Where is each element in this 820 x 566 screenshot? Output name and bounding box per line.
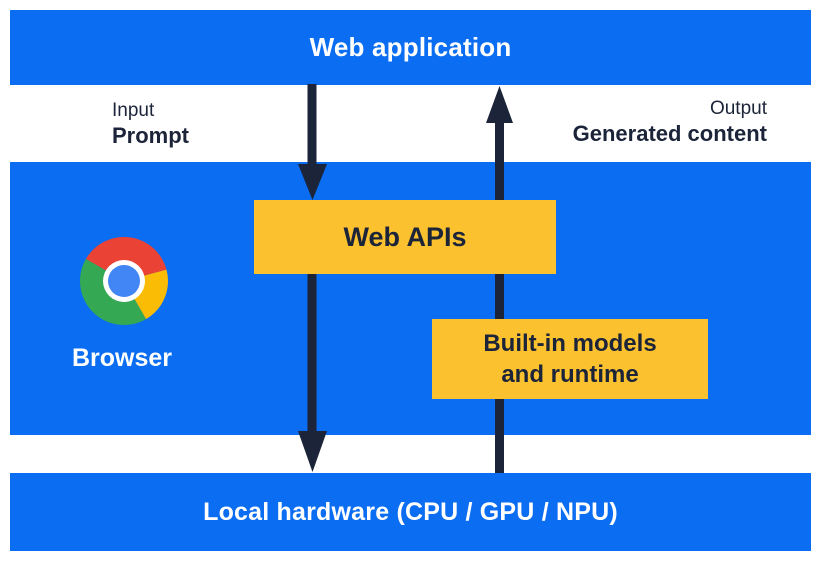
builtin-models-box: Built-in models and runtime xyxy=(432,319,708,399)
builtin-models-label-line2: and runtime xyxy=(501,361,639,388)
output-caption: Output xyxy=(709,98,767,119)
input-value: Prompt xyxy=(112,123,189,148)
local-hardware-label: Local hardware (CPU / GPU / NPU) xyxy=(203,497,618,526)
builtin-models-label-line1: Built-in models xyxy=(483,330,657,357)
input-label-group: Input Prompt xyxy=(112,100,189,149)
chrome-logo-icon xyxy=(80,237,168,325)
web-apis-label: Web APIs xyxy=(343,221,467,252)
local-hardware-bar: Local hardware (CPU / GPU / NPU) xyxy=(10,473,811,551)
browser-label: Browser xyxy=(71,344,173,372)
web-apis-box: Web APIs xyxy=(254,200,556,274)
web-application-bar: Web application xyxy=(10,10,811,85)
web-application-label: Web application xyxy=(309,32,512,62)
output-label-group: Output Generated content xyxy=(573,98,767,147)
output-value: Generated content xyxy=(572,121,767,146)
input-caption: Input xyxy=(112,100,155,121)
